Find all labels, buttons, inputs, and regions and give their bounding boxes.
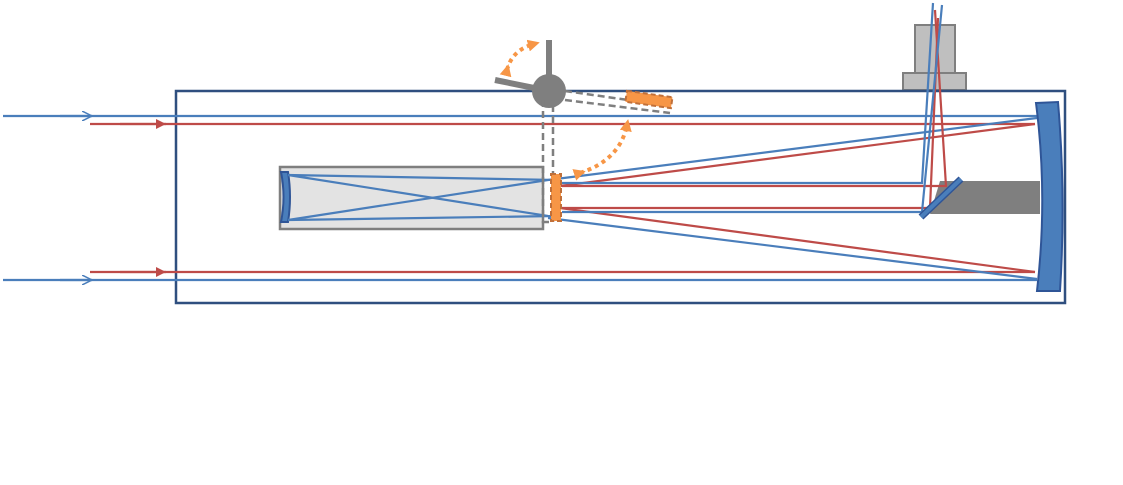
flip-mirror: [550, 173, 562, 222]
secondary-holder: [930, 181, 1040, 214]
rotation-arrow: [499, 39, 632, 181]
primary-mirror: [1034, 100, 1064, 292]
flip-mirror-raised: [624, 89, 674, 110]
camera-mirror: [279, 171, 291, 223]
flip-lever[interactable]: [494, 40, 566, 108]
incoming-rays: [3, 116, 1037, 280]
telescope-tube: [174, 89, 1067, 305]
flip-arm-dashed: [541, 89, 671, 224]
